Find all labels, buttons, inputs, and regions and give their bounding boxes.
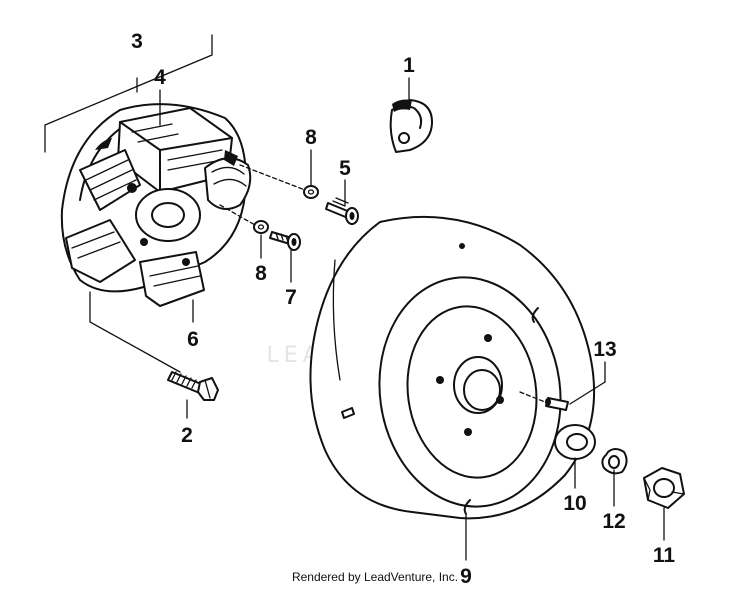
washer-part-8-upper xyxy=(303,185,319,199)
callout-9: 9 xyxy=(460,565,472,588)
callout-8-upper: 8 xyxy=(305,126,317,149)
key-part-13 xyxy=(545,397,569,411)
nut-part-11 xyxy=(643,467,685,509)
washer-part-8-lower xyxy=(253,220,269,234)
callout-4: 4 xyxy=(154,66,166,89)
screw-part-7 xyxy=(269,231,301,251)
lock-washer-part-12 xyxy=(601,448,628,475)
washer-part-10 xyxy=(554,424,596,460)
callout-12: 12 xyxy=(602,510,625,533)
callout-2: 2 xyxy=(181,424,193,447)
callout-1: 1 xyxy=(403,54,415,77)
callout-11: 11 xyxy=(653,544,676,567)
stator-assembly xyxy=(44,34,252,307)
footer-credit: Rendered by LeadVenture, Inc. xyxy=(291,570,459,584)
callout-6: 6 xyxy=(187,328,199,351)
callout-3: 3 xyxy=(131,30,143,53)
callout-labels: 1 2 3 4 5 6 7 8 8 9 10 11 12 13 xyxy=(131,30,675,588)
callout-13: 13 xyxy=(593,338,616,361)
callout-10: 10 xyxy=(563,492,586,515)
callout-7: 7 xyxy=(285,286,297,309)
key-part-1 xyxy=(389,99,433,153)
flywheel-part-9 xyxy=(309,215,596,520)
callout-8-lower: 8 xyxy=(255,262,267,285)
leader-lines xyxy=(89,77,665,561)
bolt-part-2 xyxy=(167,371,219,401)
callout-5: 5 xyxy=(339,157,351,180)
screw-part-5 xyxy=(325,197,359,225)
